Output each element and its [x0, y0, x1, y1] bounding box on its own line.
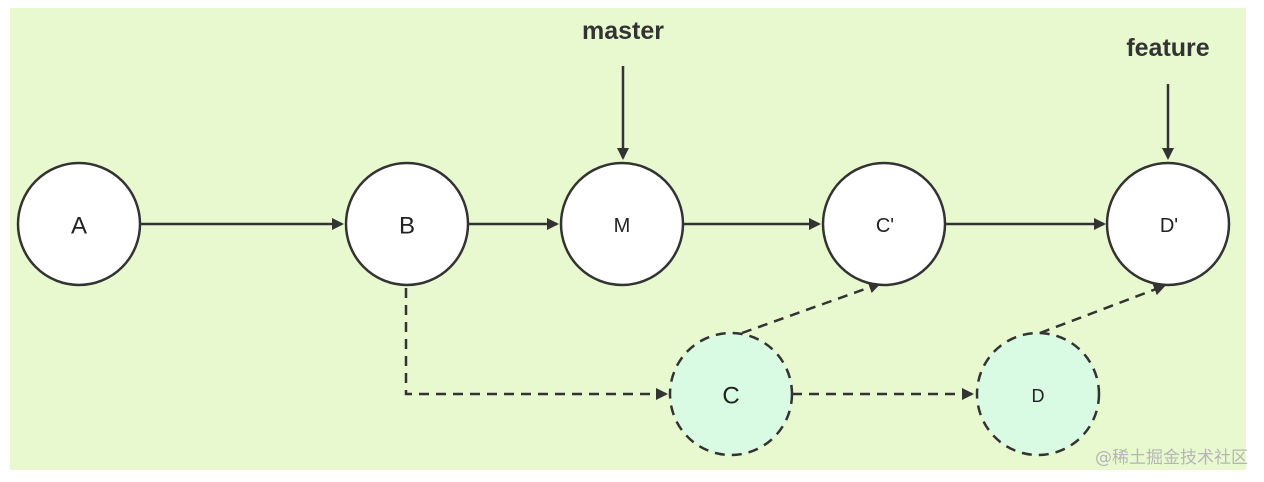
watermark-text: @稀土掘金技术社区 — [1095, 448, 1248, 468]
commit-label-d-prime: D' — [1160, 215, 1178, 237]
commit-node-c-prime: C' — [821, 161, 947, 287]
commit-node-b: B — [344, 161, 470, 287]
commit-label-a: A — [71, 213, 87, 240]
commit-label-c-old: C — [722, 383, 739, 410]
feature-branch-label: feature — [1126, 34, 1209, 62]
commit-label-b: B — [399, 213, 415, 240]
commit-label-c-prime: C' — [876, 215, 894, 237]
commit-node-d-old: D — [975, 331, 1101, 457]
commit-node-m: M — [559, 161, 685, 287]
edge-b-c-dashed — [404, 288, 668, 400]
commit-node-a: A — [16, 161, 142, 287]
edge-d-dprime-dashed — [1039, 283, 1166, 335]
edge-c-cprime-dashed — [741, 281, 881, 335]
master-branch-label: master — [582, 17, 664, 45]
commit-label-m: M — [614, 215, 631, 237]
commit-node-c-old: C — [668, 331, 794, 457]
commit-label-d-old: D — [1032, 386, 1045, 406]
commit-node-d-prime: D' — [1105, 161, 1231, 287]
